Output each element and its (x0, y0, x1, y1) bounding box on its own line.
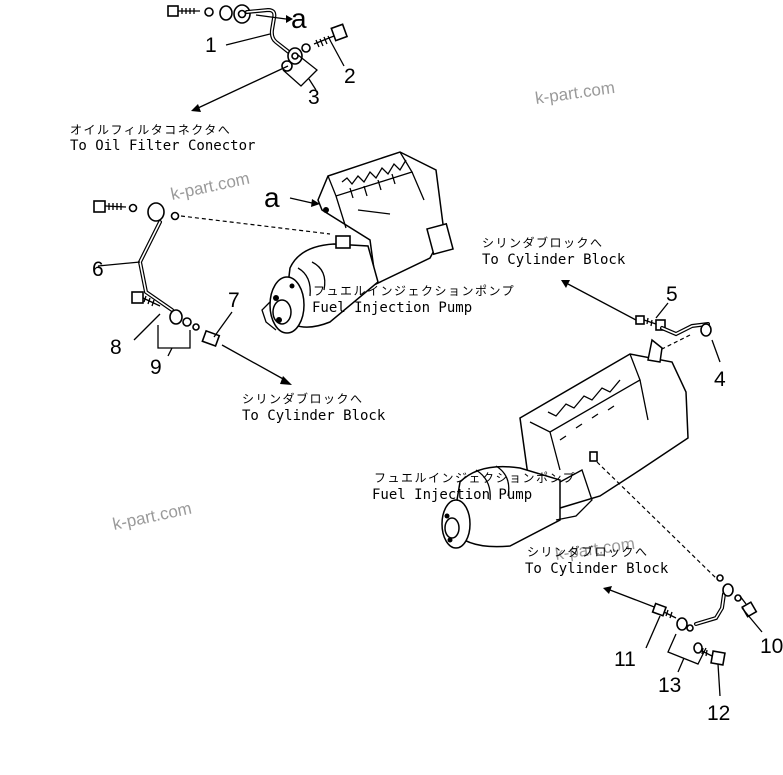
cyl-left-label-en: To Cylinder Block (242, 408, 386, 424)
pump-upper-label-jp: フュエルインジェクションポンプ (313, 284, 515, 298)
pump-lower-label-jp: フュエルインジェクションポンプ (374, 471, 576, 485)
right-upper-pipe-assembly: 5 4 (561, 280, 726, 391)
pump-lower-label-en: Fuel Injection Pump (372, 487, 532, 503)
eye-bolt-part (167, 4, 251, 24)
view-a-letter: a (264, 182, 280, 213)
oil-filter-label-jp: オイルフィルタコネクタへ (70, 123, 231, 137)
cyl-right-bottom-label-en: To Cylinder Block (525, 561, 669, 577)
callout-6: 6 (92, 258, 104, 281)
callout-12: 12 (707, 702, 730, 725)
pump-upper-label-en: Fuel Injection Pump (312, 300, 472, 316)
callout-11: 11 (614, 648, 636, 671)
callout-2: 2 (344, 65, 356, 88)
view-a-letter: a (291, 3, 307, 34)
bolt-2-part (301, 23, 349, 53)
callout-10: 10 (760, 635, 783, 658)
callout-9: 9 (150, 356, 162, 379)
fuel-injection-pump-lower (441, 338, 719, 581)
oil-filter-label-en: To Oil Filter Conector (70, 138, 255, 154)
watermark: k-part.com (169, 169, 251, 204)
fuel-injection-pump-upper: a (261, 151, 454, 334)
watermark: k-part.com (111, 499, 193, 534)
cyl-right-top-label-en: To Cylinder Block (482, 252, 626, 268)
cyl-right-bottom-label-jp: シリンダブロックへ (527, 544, 649, 559)
top-pipe-assembly: a 1 2 3 (167, 3, 356, 112)
right-lower-pipe-assembly: 10 11 12 13 (603, 574, 783, 725)
cyl-left-label-jp: シリンダブロックへ (242, 391, 364, 406)
callout-4: 4 (714, 368, 726, 391)
watermark: k-part.com (534, 78, 616, 108)
callout-13: 13 (658, 674, 681, 697)
callout-5: 5 (666, 283, 678, 306)
callout-7: 7 (228, 289, 240, 312)
cyl-right-top-label-jp: シリンダブロックへ (482, 235, 604, 250)
fuel-pipe-part (137, 220, 174, 312)
callout-1: 1 (205, 34, 217, 57)
callout-3: 3 (308, 86, 320, 109)
callout-8: 8 (110, 336, 122, 359)
left-pipe-assembly: 6 7 8 9 (92, 200, 331, 385)
